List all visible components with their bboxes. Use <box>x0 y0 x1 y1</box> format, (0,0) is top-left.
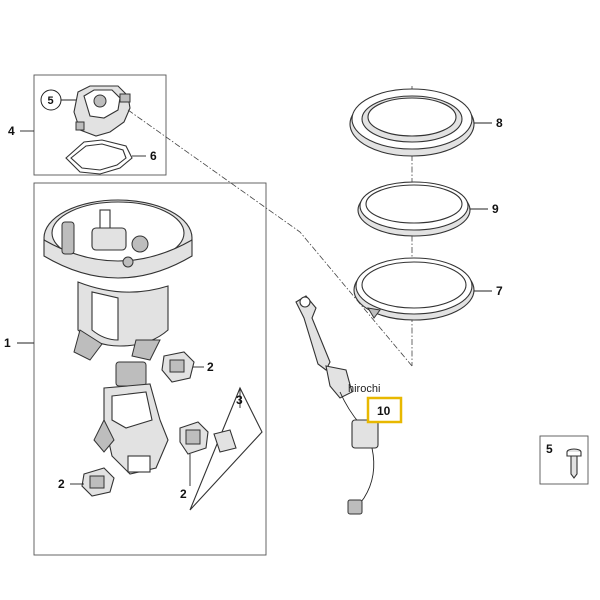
clip-mid-part <box>179 421 209 455</box>
callout-10: 10 <box>377 404 391 418</box>
cover-part <box>73 85 131 137</box>
callout-6: 6 <box>150 149 157 163</box>
cover-group-frame <box>33 74 167 176</box>
seal-ring-part <box>357 181 471 237</box>
pump-flange-part <box>43 199 193 279</box>
callout-2-mid: 2 <box>180 487 187 501</box>
callout-1: 1 <box>4 336 11 350</box>
callout-10-highlight <box>366 396 403 424</box>
callout-2-lower: 2 <box>58 477 65 491</box>
pump-group-frame <box>33 182 267 556</box>
callout-2-upper: 2 <box>207 360 214 374</box>
callout-5-side: 5 <box>546 442 553 456</box>
callout-5-top: 5 <box>48 95 54 107</box>
clip-upper-part <box>161 351 195 383</box>
screw-part <box>566 448 582 479</box>
clip-lower-left-part <box>81 467 115 497</box>
callout-3: 3 <box>236 393 243 407</box>
ring-nut-part <box>349 88 475 157</box>
watermark: hirochi <box>348 383 380 395</box>
alignment-line-cover <box>127 109 413 367</box>
callout-9: 9 <box>492 202 499 216</box>
callout-8: 8 <box>496 116 503 130</box>
screw-group-frame <box>539 435 589 485</box>
callout-7: 7 <box>496 284 503 298</box>
pump-body-part <box>73 281 169 361</box>
sensor-lever-part <box>295 295 379 515</box>
callout-4: 4 <box>8 124 15 138</box>
pump-unit-part <box>93 361 169 475</box>
retainer-ring-part <box>353 257 475 321</box>
